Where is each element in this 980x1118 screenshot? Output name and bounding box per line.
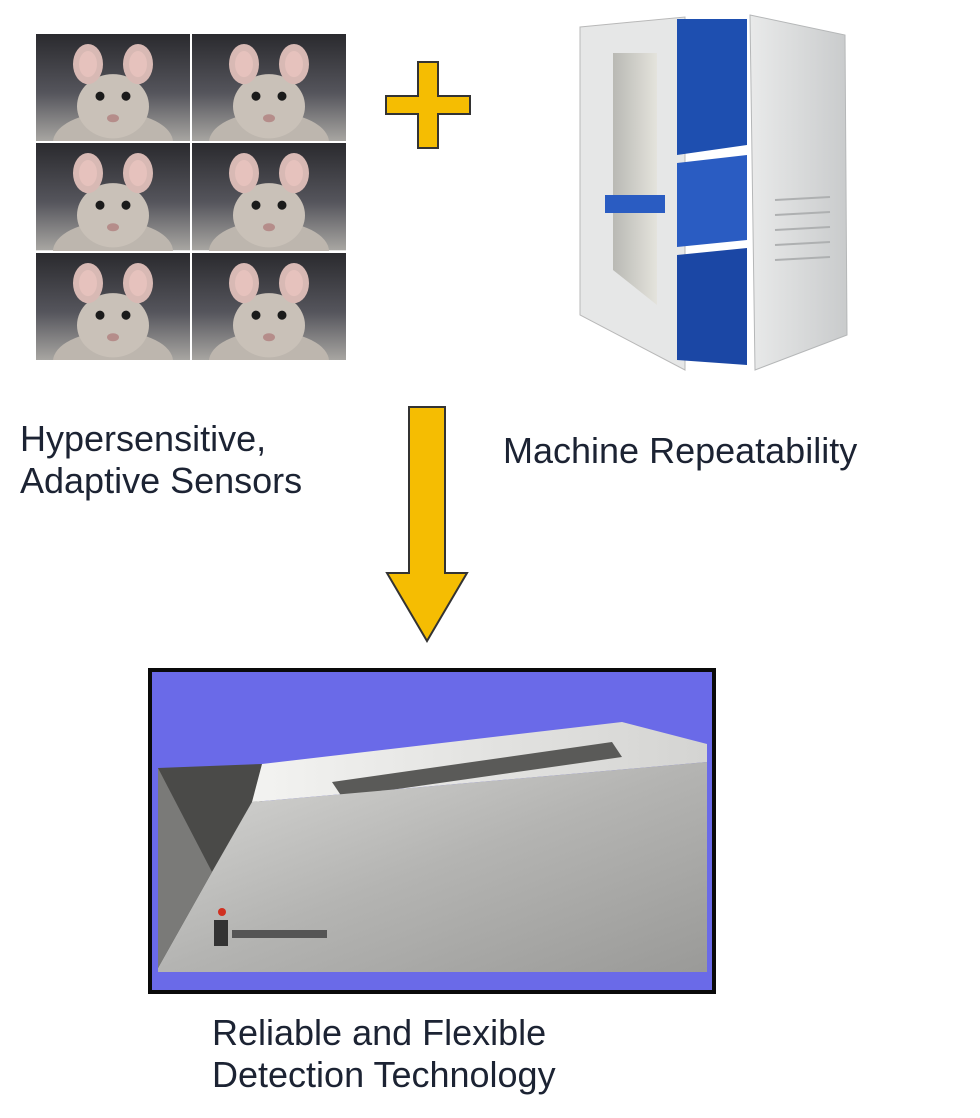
plus-icon <box>385 61 471 149</box>
mouse-photo <box>36 143 190 251</box>
sensors-caption-line2: Adaptive Sensors <box>20 460 303 501</box>
sensors-caption-line1: Hypersensitive, <box>20 418 267 459</box>
mouse-photo <box>36 34 190 142</box>
result-caption-line1: Reliable and Flexible <box>212 1012 547 1053</box>
down-arrow-icon <box>385 406 469 643</box>
detector-photo <box>148 668 716 994</box>
machine-illustration <box>579 14 848 371</box>
mouse-photo <box>192 34 346 142</box>
machine-caption: Machine Repeatability <box>503 430 858 471</box>
result-caption: Reliable and Flexible Detection Technolo… <box>212 1012 556 1096</box>
mouse-photo <box>192 252 346 360</box>
result-caption-line2: Detection Technology <box>212 1054 556 1095</box>
mouse-photo <box>36 252 190 360</box>
mouse-photo-grid <box>36 34 346 360</box>
mouse-photo <box>192 143 346 251</box>
sensors-caption: Hypersensitive, Adaptive Sensors <box>20 418 302 502</box>
